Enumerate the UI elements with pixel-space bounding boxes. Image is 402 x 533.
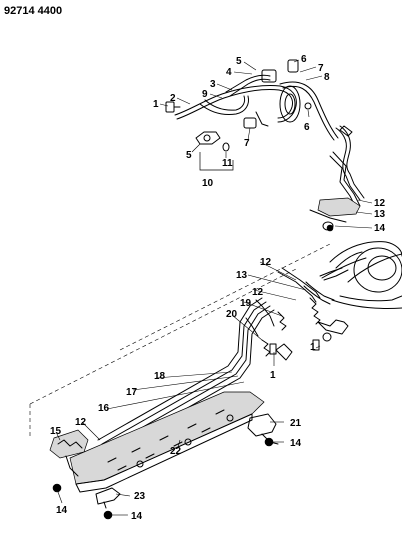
callout-21: 21 bbox=[290, 418, 302, 429]
callout-14: 14 bbox=[290, 438, 302, 449]
callout-13: 13 bbox=[374, 209, 386, 220]
callout-12: 12 bbox=[252, 287, 264, 298]
callout-16: 16 bbox=[98, 403, 110, 414]
callout-labels: 1 2 3 4 5 5 6 6 7 7 8 9 10 11 12 13 14 1… bbox=[50, 54, 386, 522]
rear-axle-housing bbox=[321, 241, 402, 309]
callout-7: 7 bbox=[318, 63, 324, 74]
callout-15: 15 bbox=[50, 426, 62, 437]
callout-5: 5 bbox=[236, 56, 242, 67]
callout-6: 6 bbox=[301, 54, 307, 65]
callout-4: 4 bbox=[226, 67, 232, 78]
diagram-number: 92714 4400 bbox=[4, 5, 62, 17]
callout-3: 3 bbox=[210, 79, 216, 90]
callout-22: 22 bbox=[170, 446, 182, 457]
brake-lines bbox=[29, 243, 331, 453]
callout-17: 17 bbox=[126, 387, 138, 398]
callout-12: 12 bbox=[75, 417, 87, 428]
rear-brake-hoses bbox=[245, 267, 349, 361]
leader-lines bbox=[55, 59, 373, 516]
callout-14: 14 bbox=[131, 511, 143, 522]
callout-13: 13 bbox=[236, 270, 248, 281]
front-bracket bbox=[49, 429, 89, 477]
frame-rail bbox=[69, 391, 265, 493]
callout-14: 14 bbox=[56, 505, 68, 516]
callout-23: 23 bbox=[134, 491, 146, 502]
fasteners bbox=[52, 224, 334, 520]
callout-20: 20 bbox=[226, 309, 238, 320]
callout-10: 10 bbox=[202, 178, 214, 189]
callout-1: 1 bbox=[310, 342, 316, 353]
clip bbox=[95, 487, 121, 509]
callout-5: 5 bbox=[186, 150, 192, 161]
callout-7: 7 bbox=[244, 138, 250, 149]
callout-8: 8 bbox=[324, 72, 330, 83]
callout-12: 12 bbox=[374, 198, 386, 209]
callout-14: 14 bbox=[374, 223, 386, 234]
callout-1: 1 bbox=[270, 370, 276, 381]
rear-hose-assembly bbox=[309, 125, 365, 231]
callout-2: 2 bbox=[170, 93, 176, 104]
callout-19: 19 bbox=[240, 298, 252, 309]
callout-6: 6 bbox=[304, 122, 310, 133]
callout-11: 11 bbox=[222, 158, 233, 169]
callout-12: 12 bbox=[260, 257, 272, 268]
master-cylinder-lines bbox=[165, 59, 339, 171]
callout-18: 18 bbox=[154, 371, 166, 382]
callout-9: 9 bbox=[202, 89, 208, 100]
callout-1: 1 bbox=[153, 99, 159, 110]
